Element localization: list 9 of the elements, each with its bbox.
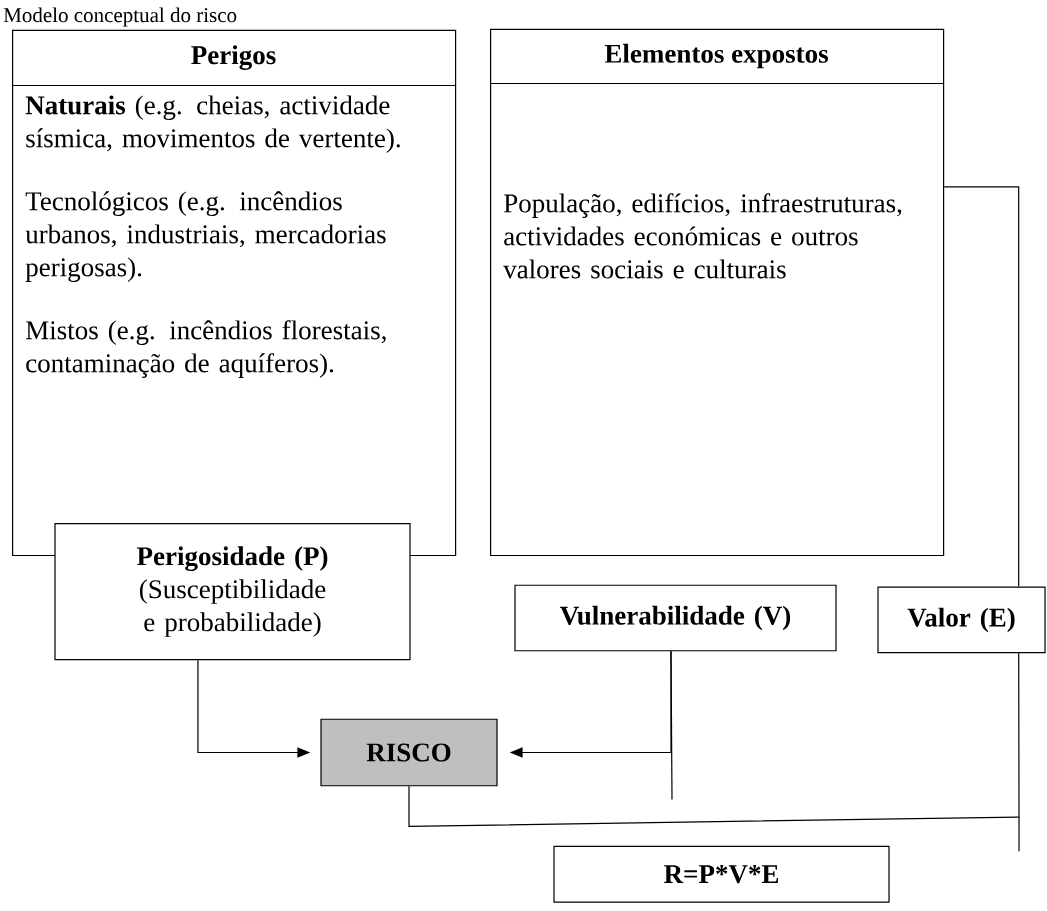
result-box: RISCO [320, 718, 498, 787]
process-box: Perigosidade (P) (Susceptibilidade e probabilidade) [54, 523, 411, 661]
exposed-elements-box: Elementos expostos População, edifícios, infraestruturas, actividades económicas e outros valores sociais e culturais [489, 28, 945, 557]
title: Modelo conceptual do risco [3, 7, 237, 27]
process-box: Valor (E) [877, 586, 1046, 654]
connector [408, 652, 1020, 827]
formula-box: R=P*V*E [553, 845, 890, 903]
connector [943, 186, 1020, 588]
process-box: Vulnerabilidade (V) [514, 584, 837, 652]
